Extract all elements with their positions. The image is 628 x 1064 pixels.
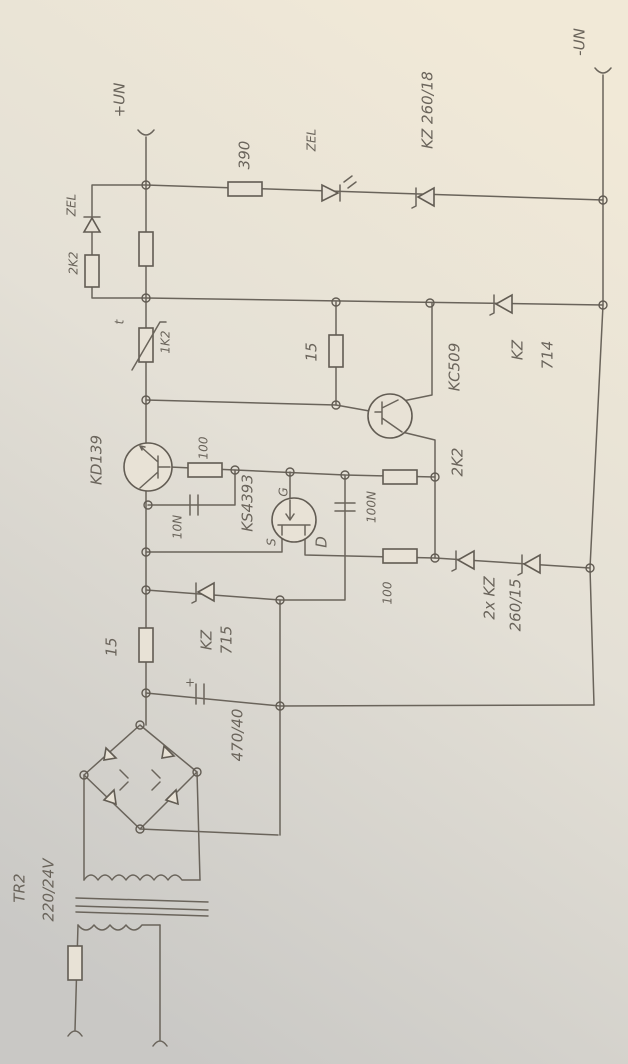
label-zener-715-value: 715 [218, 626, 236, 655]
label-base-resistor: 100 [197, 436, 211, 459]
label-fet-drain: D [313, 536, 331, 548]
resistor-100-base [187, 462, 223, 478]
thermistor [131, 321, 167, 371]
labels: +UN -UN TR2 220/24V 470/40 + 15 KZ 715 K… [11, 28, 589, 921]
mains-terminals [67, 1030, 168, 1047]
label-drain-resistor: 100 [381, 581, 395, 604]
label-zener-715-type: KZ [198, 629, 216, 650]
label-kd139: KD139 [88, 435, 106, 485]
label-minus-un: -UN [571, 28, 589, 56]
label-fet-source: S [265, 538, 279, 546]
capacitor-470-40 [195, 683, 205, 705]
label-led-top: ZEL [65, 194, 79, 218]
label-gate-resistor: 2K2 [449, 448, 467, 477]
label-resistor-2k2-top: 2K2 [67, 251, 81, 274]
label-zener-pair-value: 260/15 [507, 579, 525, 632]
label-fet-gate: G [277, 487, 291, 496]
label-fet: KS4393 [239, 474, 257, 532]
zener-kz715 [191, 581, 215, 604]
fet-ks4393 [271, 497, 317, 543]
wires [74, 74, 604, 1041]
resistor-2k2-top [84, 254, 100, 288]
led-diode [321, 175, 357, 203]
terminal-minus [594, 67, 612, 74]
zener-kz714 [489, 293, 513, 316]
label-thermistor-t: t [113, 318, 127, 324]
rail-fuse [138, 231, 154, 267]
label-zener-714-value: 714 [539, 341, 557, 370]
capacitor-100n [334, 502, 356, 512]
mains-fuse [67, 945, 83, 981]
bridge-rectifier-diodes [102, 744, 179, 806]
label-transformer: TR2 [11, 873, 29, 902]
label-input-resistor: 15 [103, 637, 121, 656]
resistor-15-sense [328, 334, 344, 368]
label-cap-polarity: + [185, 676, 195, 690]
resistor-2k2-gate [382, 469, 418, 485]
label-led: ZEL [305, 129, 319, 153]
label-gate-cap: 100N [365, 491, 379, 523]
label-thermistor: 1K2 [159, 330, 173, 353]
transformer-tr2 [75, 874, 209, 931]
label-filter-cap: 470/40 [229, 709, 247, 762]
zener-pair [451, 549, 541, 576]
terminal-plus [137, 129, 155, 136]
label-plus-un: +UN [111, 83, 129, 118]
zener-kz260-18 [411, 186, 435, 209]
transistor-kc509 [367, 393, 413, 439]
label-base-cap: 10N [171, 515, 185, 539]
resistor-100-drain [382, 548, 418, 564]
resistor-390 [227, 181, 263, 197]
capacitor-10n [189, 494, 199, 516]
junction-nodes [79, 180, 608, 834]
resistor-15-input [138, 627, 154, 663]
led-top-diode [82, 216, 102, 233]
transistor-kd139 [123, 442, 173, 492]
label-kc509: KC509 [446, 343, 464, 392]
label-zener-714-type: KZ [509, 339, 527, 360]
label-zener-pair-type: 2x KZ [481, 576, 499, 620]
label-transformer-ratio: 220/24V [40, 857, 58, 922]
label-zener-18: KZ 260/18 [419, 71, 437, 149]
label-sense-resistor: 15 [303, 342, 321, 361]
label-resistor-390: 390 [236, 141, 254, 170]
